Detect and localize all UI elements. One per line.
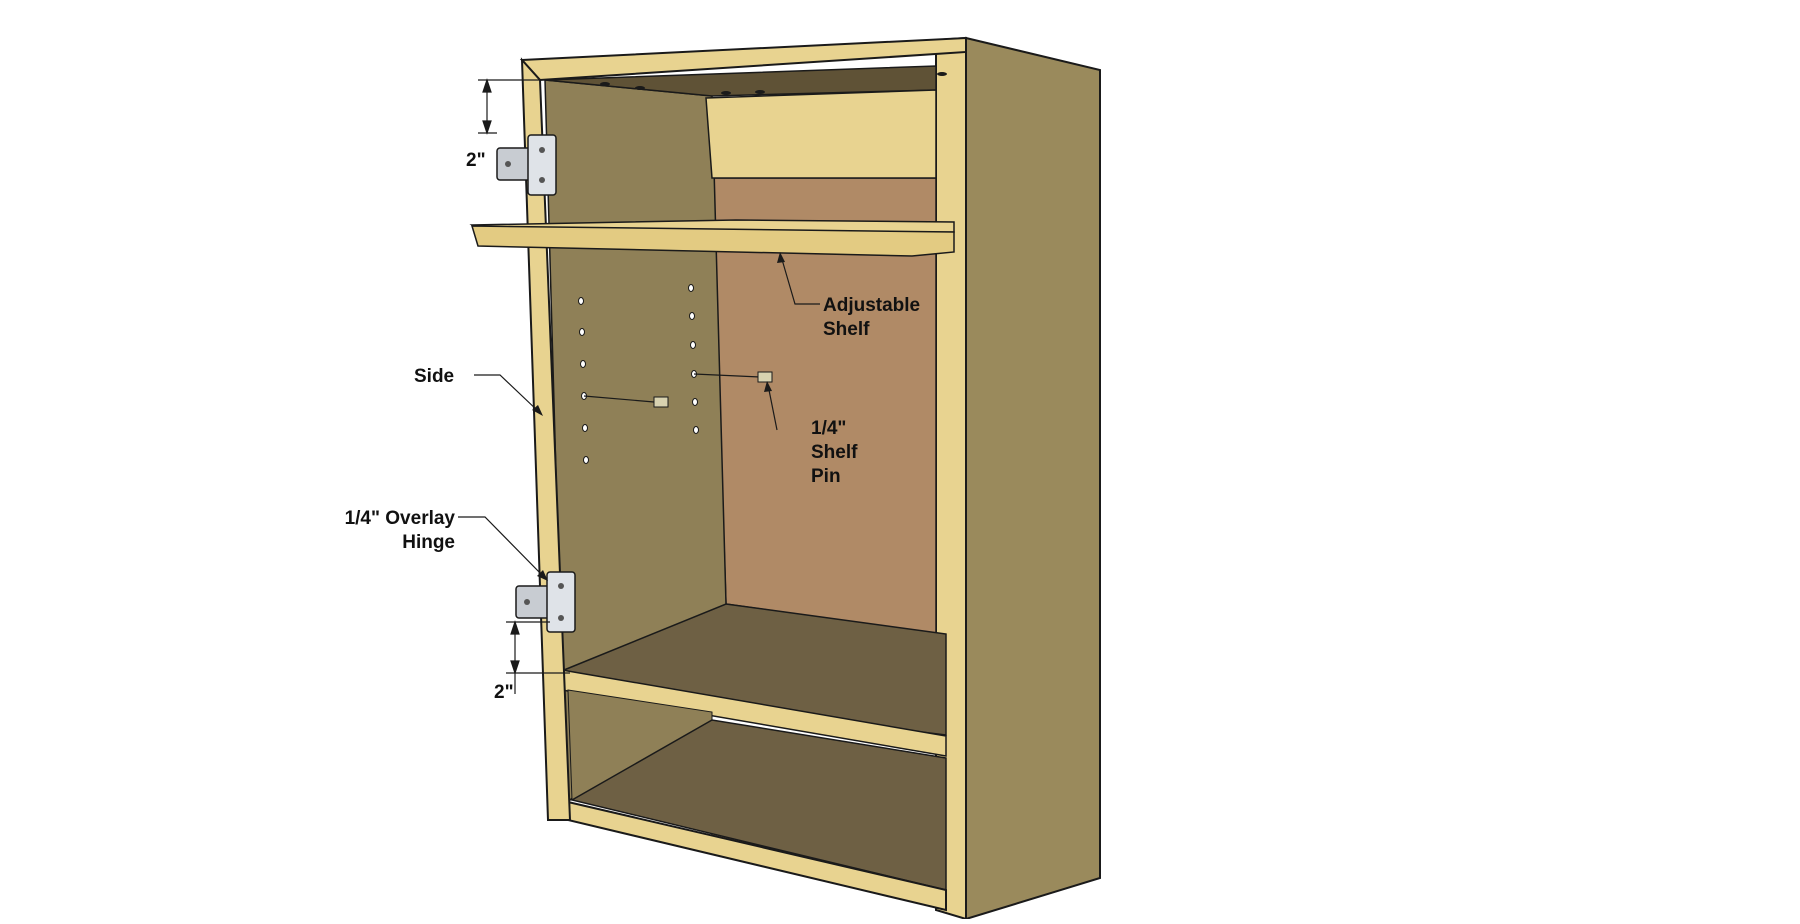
- bottom-hinge: [515, 571, 576, 633]
- label-shelf-pin-3: Pin: [811, 466, 841, 487]
- label-shelf-pin-2: Shelf: [811, 442, 858, 463]
- leader-shelf-pin: [767, 384, 778, 431]
- right-side-panel: [965, 36, 1101, 921]
- label-side: Side: [414, 366, 454, 387]
- top-rail: [705, 89, 937, 179]
- label-overlay-hinge-2: Hinge: [402, 532, 455, 553]
- adjustable-shelf-front: [470, 225, 955, 257]
- label-overlay-hinge-1: 1/4" Overlay: [345, 508, 456, 529]
- label-adjustable-shelf-2: Shelf: [823, 319, 870, 340]
- label-dimension-bottom: 2": [494, 682, 514, 703]
- shelf-pin-holes-left: [578, 284, 699, 464]
- top-hinge: [496, 134, 557, 196]
- leader-side: [474, 374, 540, 413]
- label-adjustable-shelf-1: Adjustable: [823, 295, 920, 316]
- label-shelf-pin-1: 1/4": [811, 418, 846, 439]
- leader-lines: [458, 255, 820, 579]
- leader-adjustable-shelf: [780, 255, 820, 305]
- dimension-bottom: [506, 620, 570, 694]
- shelf-pins: [583, 371, 773, 408]
- dimension-top: [478, 78, 540, 135]
- leader-overlay-hinge: [458, 516, 546, 579]
- label-dimension-top: 2": [466, 150, 486, 171]
- leader-arrowheads: [532, 252, 785, 581]
- top-screw-holes: [600, 72, 947, 95]
